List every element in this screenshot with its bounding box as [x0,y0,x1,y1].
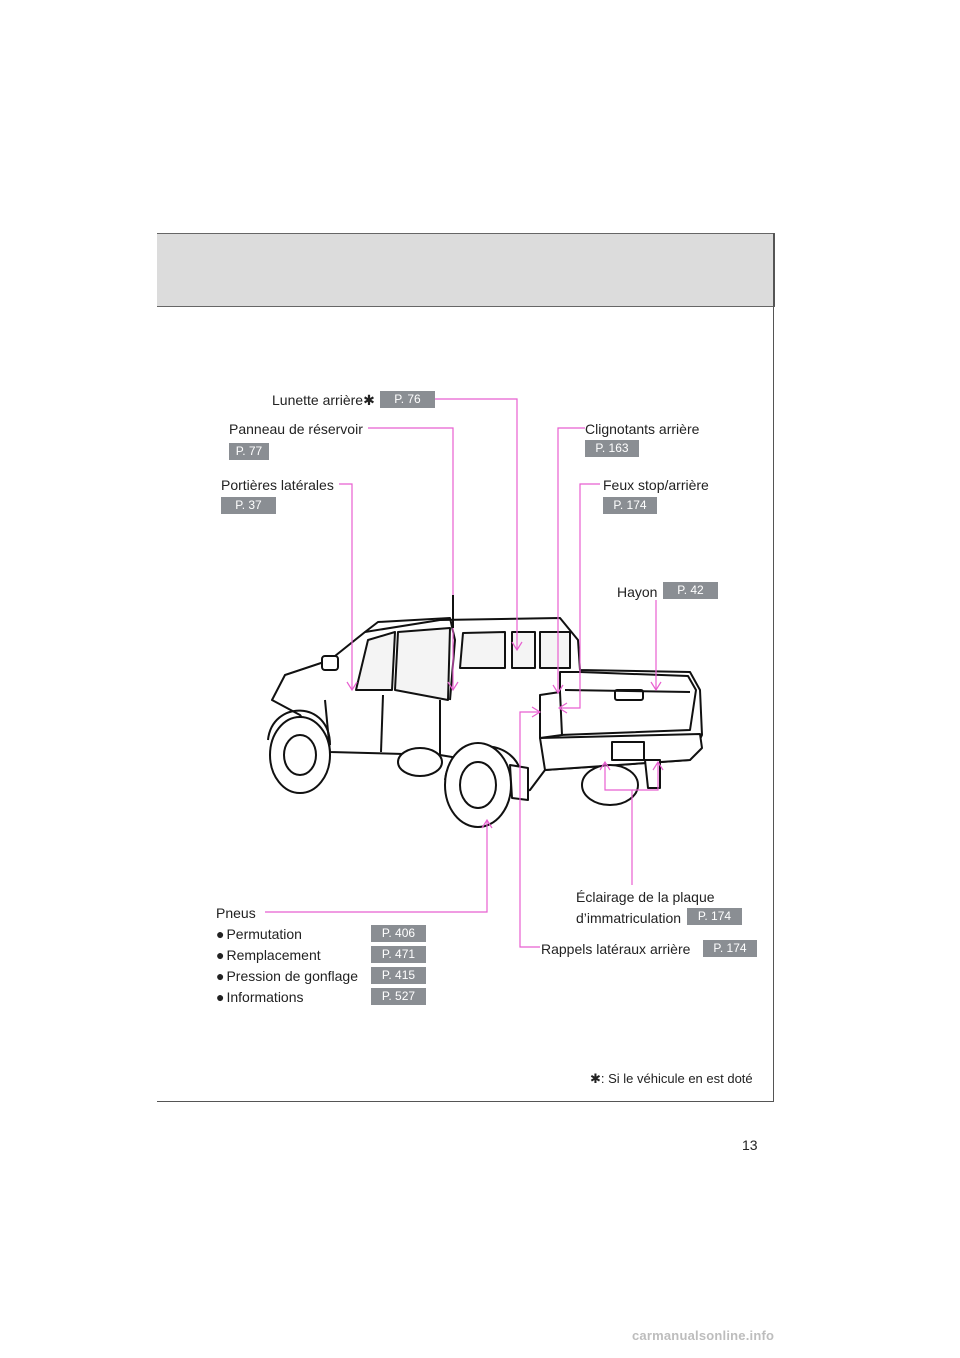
watermark: carmanualsonline.info [632,1328,775,1343]
page-ref-portieres[interactable]: P. 37 [221,497,276,514]
page-ref-panneau[interactable]: P. 77 [229,443,269,460]
label-eclairage-plaque-line1: Éclairage de la plaque [576,889,715,905]
page-ref-permutation[interactable]: P. 406 [371,925,426,942]
label-rappels-lateraux: Rappels latéraux arrière [541,941,691,957]
pneus-item-label: Pression de gonflage [226,968,359,984]
footnote: ✱: Si le véhicule en est doté [590,1071,753,1086]
pneus-item-label: Permutation [226,926,302,942]
pneus-item-label: Remplacement [226,947,321,963]
pneus-item-label: Informations [226,989,304,1005]
label-pneus: Pneus [216,905,256,921]
page-ref-rappels[interactable]: P. 174 [703,940,757,957]
bullet-icon: ● [216,926,225,942]
label-feux-stop: Feux stop/arrière [603,477,709,493]
truck-illustration [267,617,703,828]
bullet-icon: ● [216,947,225,963]
page-header-band [157,233,775,307]
page-number: 13 [742,1137,758,1153]
pneus-item-remplacement: ●Remplacement [216,946,321,964]
bullet-icon: ● [216,989,225,1005]
page-ref-lunette[interactable]: P. 76 [380,391,435,408]
label-lunette-text: Lunette arrière [272,392,364,408]
page-ref-eclairage[interactable]: P. 174 [687,908,742,925]
page-ref-informations[interactable]: P. 527 [371,988,426,1005]
pneus-item-pression: ●Pression de gonflage [216,967,358,985]
content-frame [157,233,774,1102]
asterisk-icon: ✱ [363,392,375,408]
page-ref-feux[interactable]: P. 174 [603,497,657,514]
label-lunette-arriere: Lunette arrière✱ [272,391,375,409]
page-ref-remplacement[interactable]: P. 471 [371,946,426,963]
pneus-item-permutation: ●Permutation [216,925,302,943]
page-ref-pression[interactable]: P. 415 [371,967,426,984]
pneus-item-informations: ●Informations [216,988,304,1006]
page-ref-clignotants[interactable]: P. 163 [585,440,639,457]
label-panneau-reservoir: Panneau de réservoir [229,421,363,437]
bullet-icon: ● [216,968,225,984]
label-hayon: Hayon [617,584,658,600]
label-portieres-laterales: Portières latérales [221,477,334,493]
label-eclairage-plaque-line2: d’immatriculation [576,910,682,926]
page-ref-hayon[interactable]: P. 42 [663,582,718,599]
label-clignotants-arriere: Clignotants arrière [585,421,700,437]
